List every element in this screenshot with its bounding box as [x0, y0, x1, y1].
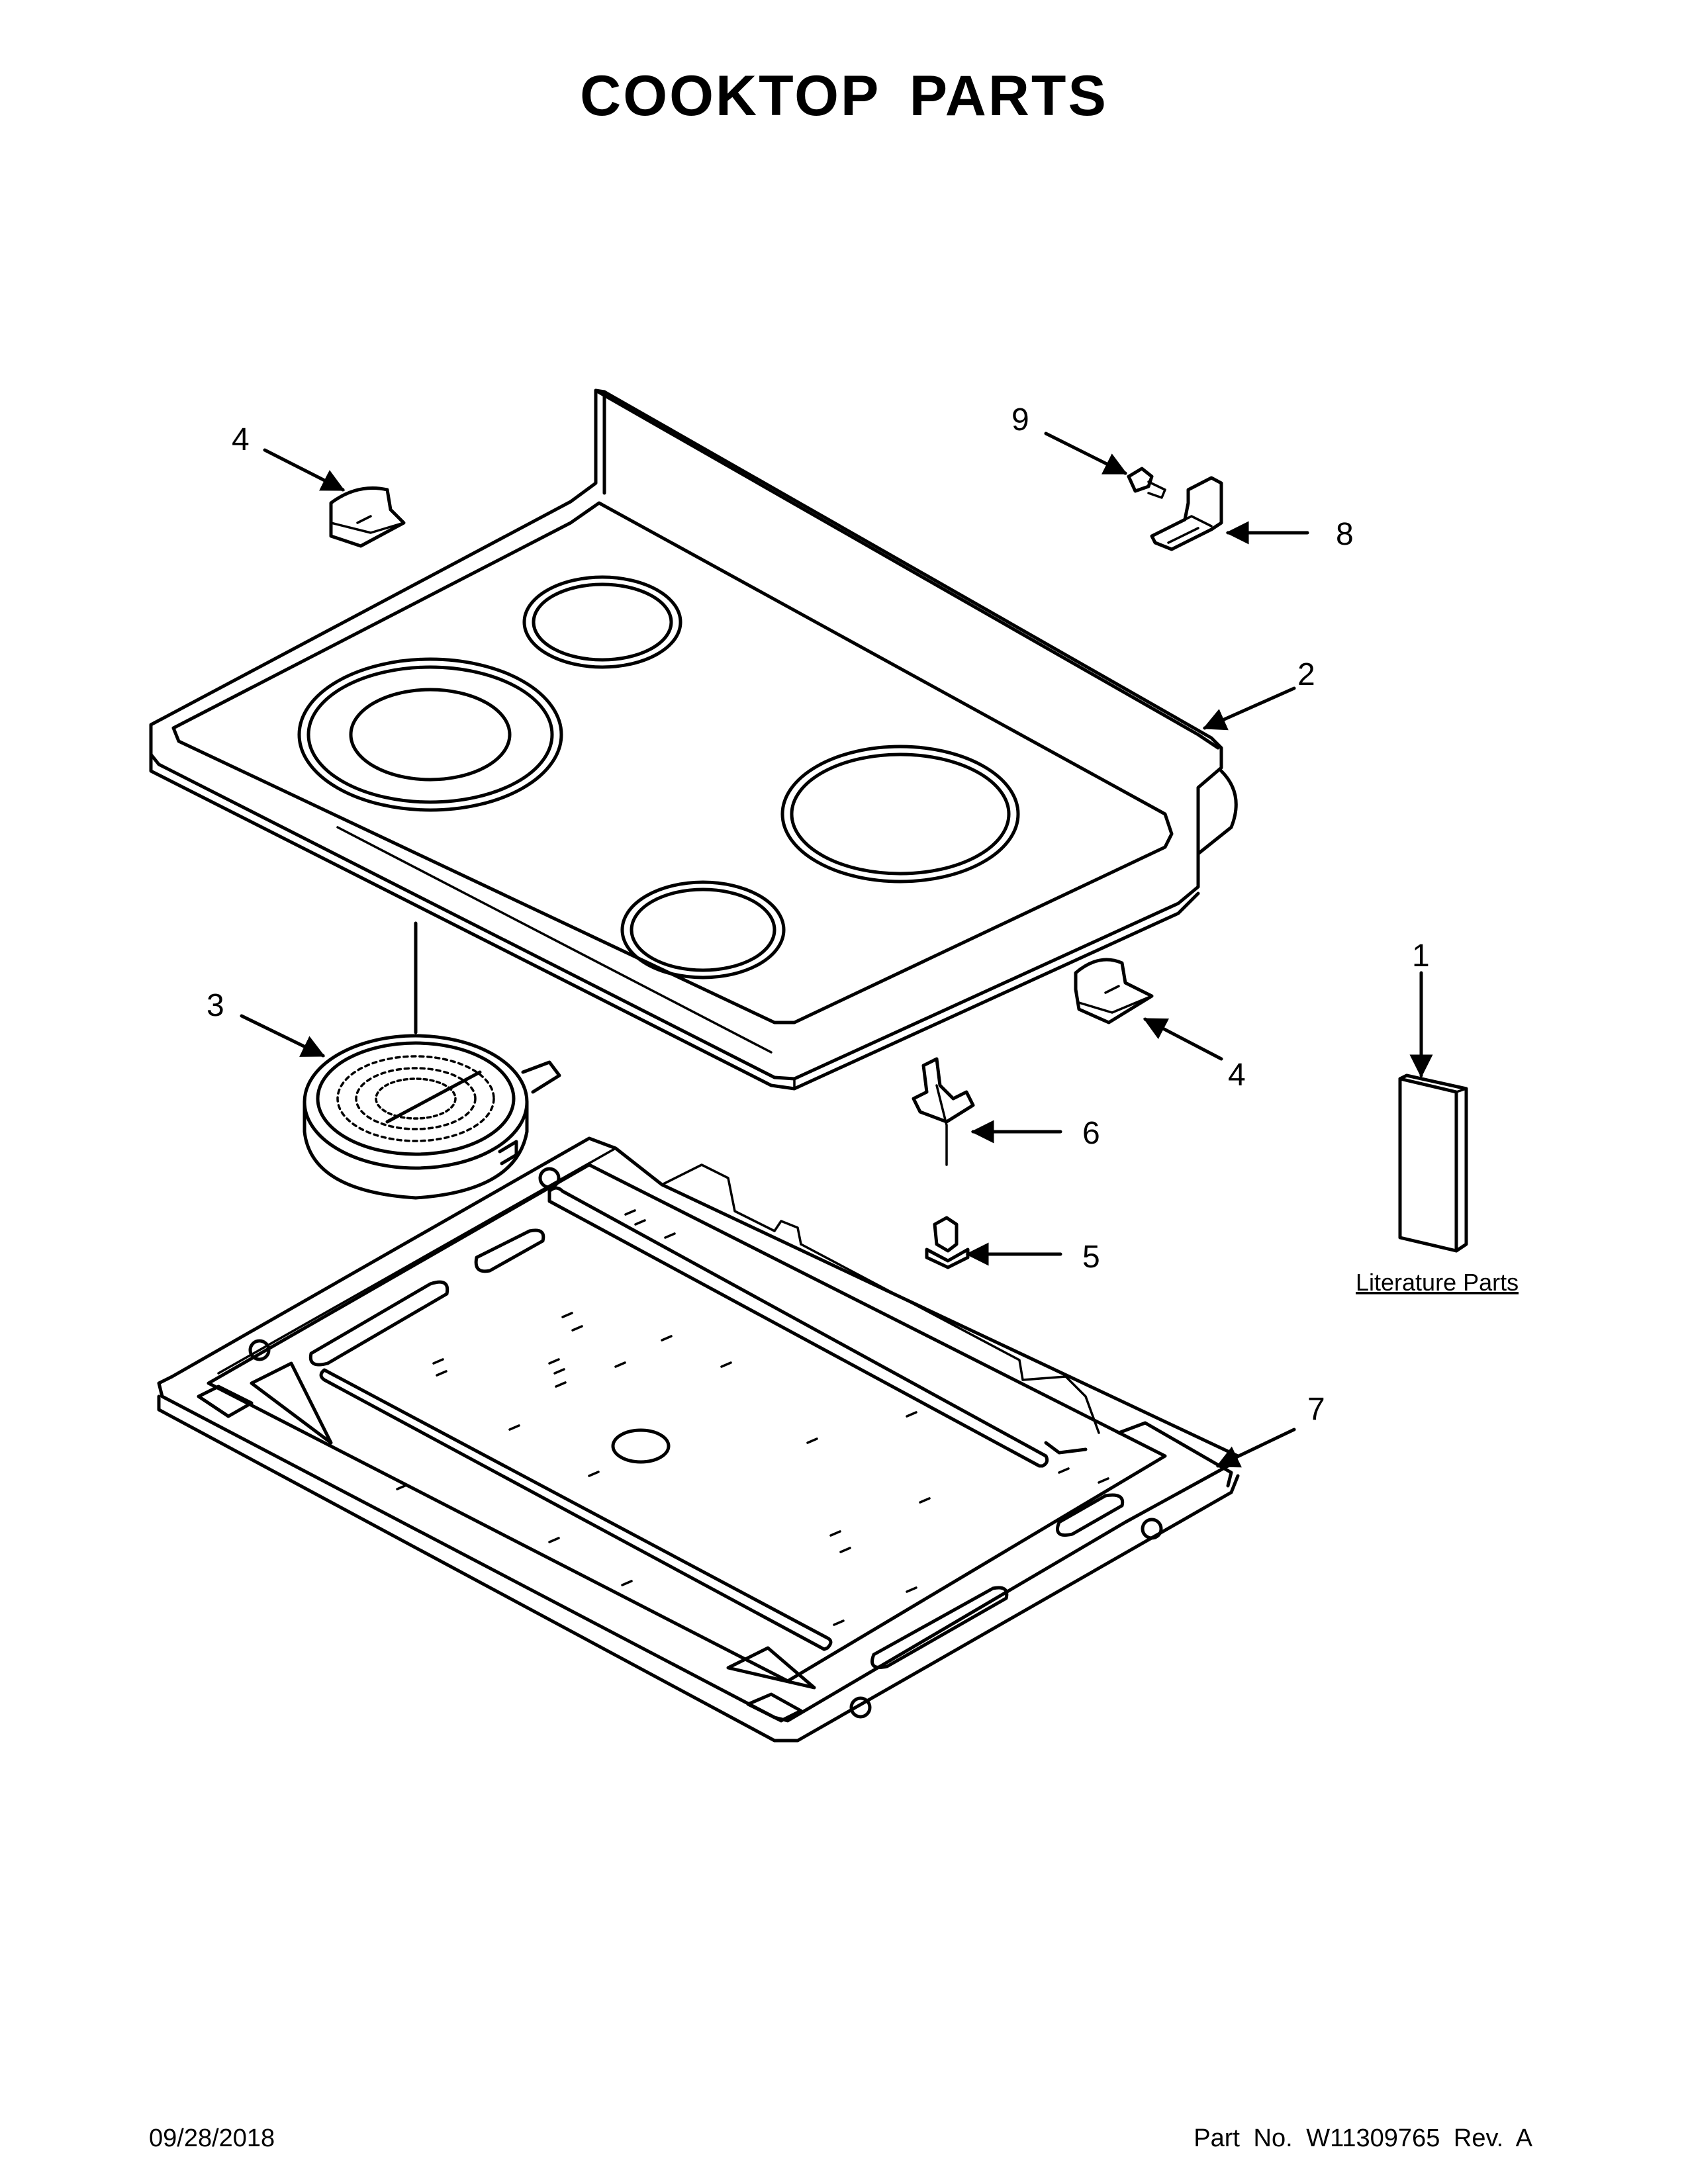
page-title: COOKTOP PARTS: [580, 64, 1108, 128]
callout-4-left: 4: [232, 422, 250, 457]
cooktop-glass-panel: [149, 388, 1238, 1091]
screw-part-5: [925, 1216, 970, 1269]
literature-parts-label: Literature Parts: [1356, 1269, 1519, 1296]
callout-8: 8: [1336, 517, 1354, 552]
callout-4-right: 4: [1228, 1058, 1246, 1093]
screw-part-9: [1127, 467, 1166, 499]
mounting-bracket-right: [1074, 958, 1154, 1024]
callout-arrows: [240, 432, 1433, 1468]
footer-part-number: Part No. W11309765 Rev. A: [1194, 2124, 1532, 2152]
burner-box-chassis: [157, 1136, 1240, 1743]
callout-9: 9: [1011, 402, 1029, 437]
callout-6: 6: [1082, 1116, 1100, 1151]
callout-7: 7: [1307, 1392, 1325, 1427]
clip-part-6: [912, 1057, 975, 1166]
callout-2: 2: [1297, 657, 1315, 692]
callout-5: 5: [1082, 1240, 1100, 1275]
mounting-bracket-left: [329, 486, 406, 548]
bracket-part-8: [1150, 476, 1223, 551]
radiant-heating-element: [303, 1034, 561, 1200]
literature-booklet: [1398, 1073, 1468, 1253]
callout-3: 3: [207, 988, 224, 1023]
callout-1: 1: [1412, 938, 1430, 974]
footer-date: 09/28/2018: [149, 2124, 275, 2152]
